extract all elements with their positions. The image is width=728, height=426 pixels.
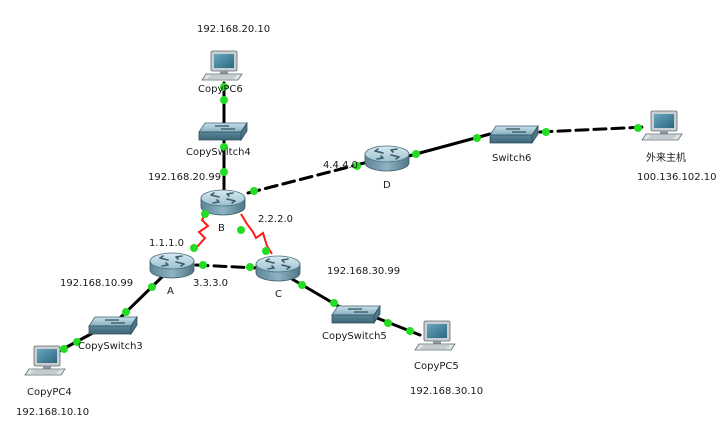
router-c-name-label: C [275, 289, 282, 300]
router-d-name-label: D [383, 180, 391, 191]
network-ac-label: 3.3.3.0 [193, 278, 228, 289]
router-a-ip-label: 192.168.10.99 [60, 278, 133, 289]
status-dot [220, 168, 228, 176]
switch5-name-label: CopySwitch5 [322, 331, 387, 342]
status-dot [246, 263, 254, 271]
link-serial-b-a [196, 213, 210, 248]
link-status-dots [60, 83, 642, 353]
status-dot [237, 226, 245, 234]
status-dot [60, 345, 68, 353]
switch6-name-label: Switch6 [492, 153, 531, 164]
status-dot [298, 281, 306, 289]
status-dot [384, 319, 392, 327]
network-ab-label: 1.1.1.0 [149, 238, 184, 249]
switch4-name-label: CopySwitch4 [186, 147, 251, 158]
switch4-icon[interactable] [198, 122, 248, 141]
status-dot [542, 128, 550, 136]
switch6-icon[interactable] [489, 125, 539, 144]
labels: 192.168.20.10 CopyPC6 CopySwitch4 192.16… [16, 24, 717, 418]
status-dot [148, 283, 156, 291]
status-dot [220, 143, 228, 151]
router-b-ip-label: 192.168.20.99 [148, 172, 221, 183]
switch5-icon[interactable] [331, 305, 381, 324]
router-d-ip-label: 4.4.4.0 [323, 160, 358, 171]
status-dot [634, 124, 642, 132]
status-dot [330, 299, 338, 307]
status-dot [473, 134, 481, 142]
status-dot [73, 338, 81, 346]
pc5-name-label: CopyPC5 [414, 361, 459, 372]
pc6-name-label: CopyPC6 [198, 84, 243, 95]
external-host-ip-label: 100.136.102.10 [637, 172, 717, 183]
router-d-icon[interactable] [364, 145, 410, 172]
pc4-ip-label: 192.168.10.10 [16, 407, 89, 418]
pc4-name-label: CopyPC4 [27, 387, 72, 398]
status-dot [250, 187, 258, 195]
external-host-name-label: 外来主机 [646, 151, 686, 164]
router-b-name-label: B [218, 223, 225, 234]
switch3-icon[interactable] [88, 316, 138, 335]
link-serial-b-c [240, 213, 273, 255]
pc4-icon[interactable] [24, 345, 66, 376]
status-dot [122, 308, 130, 316]
pc5-ip-label: 192.168.30.10 [410, 386, 483, 397]
link-router-b-router-d [246, 160, 370, 195]
status-dot [220, 96, 228, 104]
status-dot [199, 261, 207, 269]
status-dot [201, 210, 209, 218]
switch3-name-label: CopySwitch3 [78, 341, 143, 352]
router-c-ip-label: 192.168.30.99 [327, 266, 400, 277]
pc6-ip-label: 192.168.20.10 [197, 24, 270, 35]
network-bc-label: 2.2.2.0 [258, 214, 293, 225]
router-a-icon[interactable] [149, 252, 195, 279]
status-dot [190, 244, 198, 252]
status-dot [412, 150, 420, 158]
link-switch6-external-host [538, 125, 647, 134]
router-a-name-label: A [167, 286, 174, 297]
status-dot [262, 247, 270, 255]
router-c-icon[interactable] [255, 255, 301, 282]
external-host-icon[interactable] [641, 110, 683, 141]
status-dot [353, 162, 361, 170]
status-dot [220, 83, 228, 91]
status-dot [406, 327, 414, 335]
pc6-icon[interactable] [201, 50, 243, 81]
